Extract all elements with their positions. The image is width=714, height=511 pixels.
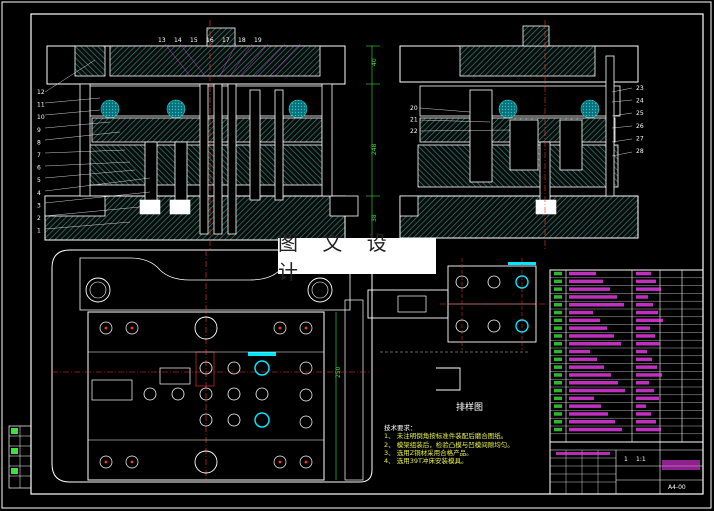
part-number-label: 8 [37,139,41,146]
front-top-part-number-list: 13 14 15 16 17 18 19 [158,37,262,44]
part-number-label: 25 [636,110,644,117]
side-section-view [399,20,639,250]
part-number-label: 11 [37,102,45,109]
part-number-label: 14 [174,37,182,44]
part-number-label: 6 [37,165,41,172]
dimension-plan-height: 250 [335,366,342,378]
part-number-label: 26 [636,123,644,130]
part-number-label: 9 [37,127,41,134]
part-number-label: 23 [636,85,644,92]
part-number-label: 28 [636,148,644,155]
technical-requirement-item: 2、 模架组装后，检验凸模与凹模间隙均匀。 [384,440,514,449]
front-part-number-list: 12 11 10 9 8 7 6 5 4 3 2 1 [37,89,45,235]
side-right-part-number-list: 23 24 25 26 27 28 [636,85,644,155]
part-number-label: 7 [37,152,41,159]
part-number-label: 2 [37,215,41,222]
strip-layout [367,258,548,391]
part-number-label: 19 [254,37,262,44]
strip-layout-label: 排样图 [456,403,484,413]
part-number-label: 4 [37,190,41,197]
part-number-label: 16 [206,37,214,44]
part-number-label: 1 [37,228,41,235]
part-number-label: 12 [37,89,45,96]
title-block-scale: 1:1 [636,456,646,463]
part-number-label: 15 [190,37,198,44]
dimension-height-total: 248 [371,143,378,155]
part-number-label: 27 [636,135,644,142]
margin-stamp [8,425,32,489]
part-number-label: 13 [158,37,166,44]
part-number-label: 24 [636,98,644,105]
title-block-drawing-no: A4-00 [668,484,686,491]
part-number-label: 3 [37,202,41,209]
title-block [549,441,704,495]
front-section-view [44,20,380,250]
dimension-height-bottom: 38 [371,214,378,222]
part-number-label: 18 [238,37,246,44]
side-left-part-number-list: 20 21 22 [410,105,418,135]
technical-requirements: 技术要求： 1、 未注明倒角按标准件装配后磨合图纸。 2、 模架组装后，检验凸模… [384,424,554,465]
part-number-label: 17 [222,37,230,44]
part-number-label: 21 [410,117,418,124]
title-block-sheet: 1 [624,456,628,463]
part-number-label: 20 [410,105,418,112]
technical-requirement-item: 1、 未注明倒角按标准件装配后磨合图纸。 [384,432,508,441]
watermark-banner: 图 文 设 计 [278,231,436,284]
bill-of-materials [549,269,704,443]
technical-requirement-item: 4、 选用39T冲床安装模具。 [384,457,468,466]
inner-frame [30,13,704,495]
part-number-label: 5 [37,177,41,184]
technical-requirement-item: 3、 选用Z铜材采用合格产品。 [384,448,473,457]
technical-requirements-heading: 技术要求： [384,424,417,432]
part-number-label: 10 [37,114,45,121]
dimension-height-top: 40 [371,58,378,66]
part-number-label: 22 [410,128,418,135]
